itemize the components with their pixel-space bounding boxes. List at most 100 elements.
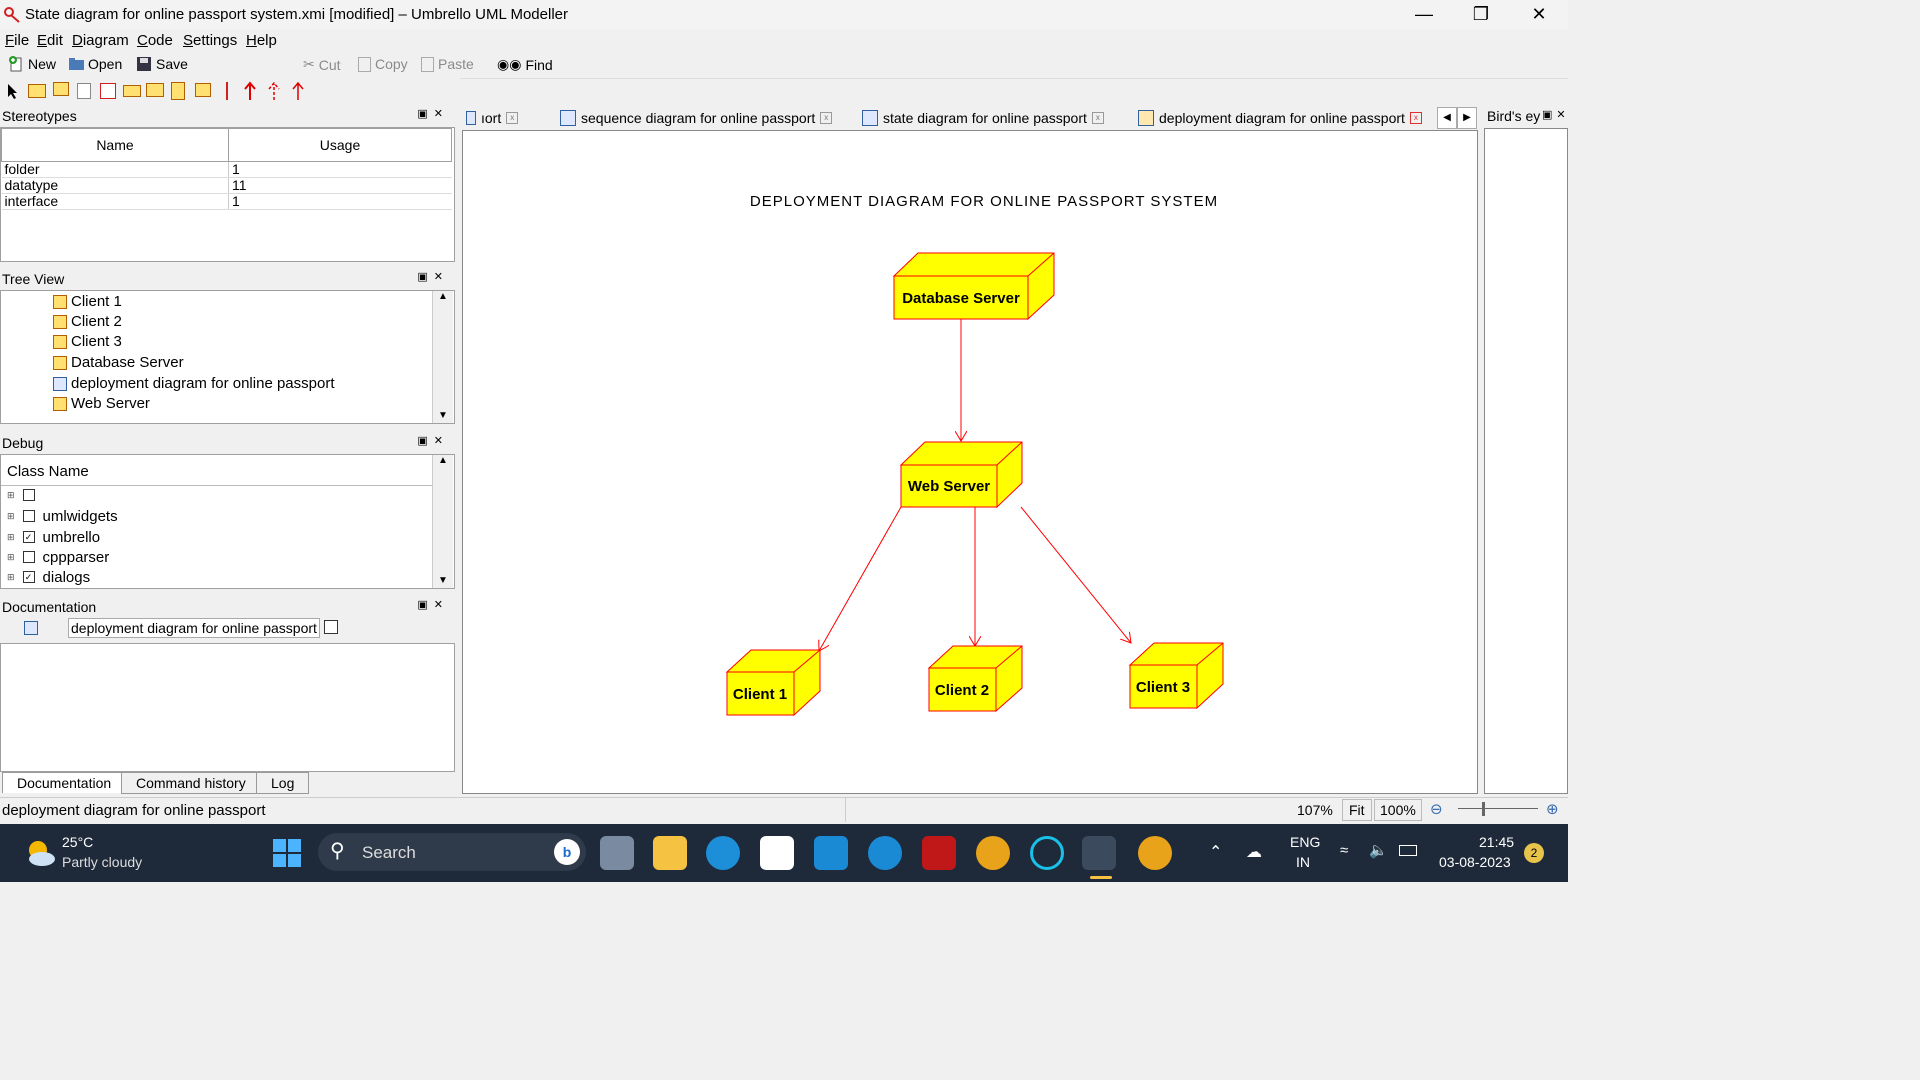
wifi-icon[interactable]: ≈ <box>1340 842 1349 859</box>
panel-float-close-icon[interactable]: ▣✕ <box>417 108 449 120</box>
menu-file[interactable]: File <box>5 32 30 49</box>
panel-float-close-icon[interactable]: ▣✕ <box>417 599 449 611</box>
tree-item[interactable]: Client 1 <box>53 293 122 310</box>
close-tab-icon[interactable]: x <box>1409 112 1422 124</box>
scroll-down-icon[interactable]: ▼ <box>438 575 448 586</box>
new-button[interactable]: New <box>8 56 56 72</box>
expand-icon[interactable]: ⊞ <box>7 531 15 542</box>
save-button[interactable]: Save <box>136 56 188 72</box>
bing-icon[interactable]: b <box>554 839 580 865</box>
list-item[interactable]: ⊞umlwidgets <box>7 507 118 525</box>
list-item[interactable]: ⊞✓umbrello <box>7 528 101 546</box>
node-web-server[interactable]: Web Server <box>899 441 1023 509</box>
zoom-slider-handle[interactable] <box>1482 802 1485 816</box>
expand-icon[interactable]: ⊞ <box>7 489 15 500</box>
node-tool-icon[interactable] <box>28 84 46 98</box>
checkbox[interactable] <box>22 510 35 522</box>
debug-scrollbar[interactable]: ▲ ▼ <box>432 455 453 588</box>
node-database-server[interactable]: Database Server <box>892 252 1055 321</box>
note-tool-icon[interactable] <box>77 83 91 99</box>
list-item[interactable]: ⊞cppparser <box>7 548 110 566</box>
documentation-checkbox[interactable] <box>324 620 338 634</box>
box-tool-icon[interactable] <box>100 83 116 99</box>
tab-command-history[interactable]: Command history <box>121 772 261 794</box>
close-tab-icon[interactable]: x <box>1091 112 1104 124</box>
cut-button[interactable]: ✂ Cut <box>303 56 341 73</box>
scroll-up-icon[interactable]: ▲ <box>438 455 448 466</box>
tree-item[interactable]: deployment diagram for online passport <box>53 375 334 392</box>
edge-web-client3[interactable] <box>1020 506 1131 643</box>
documentation-textarea[interactable] <box>0 643 455 772</box>
zoom-out-icon[interactable]: ⊖ <box>1430 801 1443 818</box>
select-arrow-icon[interactable] <box>6 83 20 99</box>
panel-float-close-icon[interactable]: ▣✕ <box>1542 109 1570 121</box>
tab-documentation[interactable]: Documentation <box>2 772 127 793</box>
list-item[interactable]: ⊞ <box>7 485 43 505</box>
table-row[interactable]: folder 1 <box>1 161 452 178</box>
battery-icon[interactable] <box>1399 845 1417 856</box>
find-button[interactable]: ◉◉ Find <box>497 56 553 73</box>
tab-sequence-diagram[interactable]: sequence diagram for online passport x <box>560 107 833 129</box>
menu-help[interactable]: Help <box>246 32 277 49</box>
checkbox[interactable] <box>22 551 35 563</box>
myhp-icon[interactable] <box>814 836 848 870</box>
debug-column-header[interactable]: Class Name <box>1 455 432 486</box>
file-explorer-icon[interactable] <box>653 836 687 870</box>
column-name-header[interactable]: Name <box>1 128 229 162</box>
port-tool-icon[interactable] <box>171 82 185 100</box>
minimize-button[interactable]: — <box>1415 4 1433 24</box>
node-client-2[interactable]: Client 2 <box>927 645 1023 713</box>
tab-scroll-left-icon[interactable]: ◀ <box>1437 107 1457 129</box>
checkbox-checked[interactable]: ✓ <box>22 531 35 543</box>
table-row[interactable]: datatype 11 <box>1 177 452 194</box>
table-row[interactable]: interface 1 <box>1 193 452 210</box>
taskbar-search[interactable]: ⚲ Search b <box>318 833 586 871</box>
panel-float-close-icon[interactable]: ▣✕ <box>417 435 449 447</box>
chrome-icon[interactable] <box>976 836 1010 870</box>
edge-browser-icon[interactable] <box>706 836 740 870</box>
tree-item[interactable]: Client 2 <box>53 313 122 330</box>
close-tab-icon[interactable]: x <box>820 112 833 124</box>
scroll-up-icon[interactable]: ▲ <box>438 291 448 302</box>
help-icon[interactable] <box>868 836 902 870</box>
tree-scrollbar[interactable]: ▲ ▼ <box>432 291 453 423</box>
tab-report[interactable]: ıort x <box>466 107 519 129</box>
expand-icon[interactable]: ⊞ <box>7 571 15 582</box>
close-tab-icon[interactable]: x <box>506 112 519 124</box>
dependency-tool-icon[interactable] <box>243 81 257 101</box>
documentation-name-field[interactable]: deployment diagram for online passport <box>68 618 320 638</box>
column-usage-header[interactable]: Usage <box>228 128 452 162</box>
umbrello-taskbar-icon[interactable] <box>1082 836 1116 870</box>
tab-scroll-right-icon[interactable]: ▶ <box>1457 107 1477 129</box>
component-tool-icon[interactable] <box>53 82 69 96</box>
clock-time[interactable]: 21:45 <box>1479 834 1515 850</box>
node-client-3[interactable]: Client 3 <box>1128 642 1224 710</box>
panel-float-close-icon[interactable]: ▣✕ <box>417 271 449 283</box>
weather-desc[interactable]: Partly cloudy <box>62 854 143 870</box>
tree-item[interactable]: Client 3 <box>53 333 122 350</box>
tab-state-diagram[interactable]: state diagram for online passport x <box>862 107 1104 129</box>
zoom-in-icon[interactable]: ⊕ <box>1546 801 1559 818</box>
menu-diagram[interactable]: Diagram <box>72 32 129 49</box>
birdseye-view[interactable] <box>1484 128 1568 794</box>
weather-partly-cloudy-icon[interactable] <box>24 838 56 868</box>
volume-icon[interactable]: 🔈 <box>1369 842 1388 859</box>
clock-date[interactable]: 03-08-2023 <box>1439 854 1511 870</box>
task-view-icon[interactable] <box>600 836 634 870</box>
edge-web-client1[interactable] <box>819 506 902 651</box>
mcafee-icon[interactable] <box>922 836 956 870</box>
expand-icon[interactable]: ⊞ <box>7 551 15 562</box>
generalization-tool-icon[interactable] <box>267 81 281 101</box>
onedrive-cloud-icon[interactable]: ☁ <box>1246 844 1262 861</box>
node-client-1[interactable]: Client 1 <box>725 649 821 717</box>
chevron-up-icon[interactable]: ⌃ <box>1209 844 1223 861</box>
text-tool-icon[interactable] <box>123 85 141 97</box>
list-item[interactable]: ⊞✓dialogs <box>7 568 91 586</box>
tab-deployment-diagram[interactable]: deployment diagram for online passport x <box>1138 107 1422 129</box>
realization-tool-icon[interactable] <box>291 81 305 101</box>
windows-start-icon[interactable] <box>272 838 302 868</box>
scroll-down-icon[interactable]: ▼ <box>438 410 448 421</box>
menu-settings[interactable]: Settings <box>183 32 238 49</box>
tree-item[interactable]: Database Server <box>53 354 184 371</box>
menu-code[interactable]: Code <box>137 32 173 49</box>
